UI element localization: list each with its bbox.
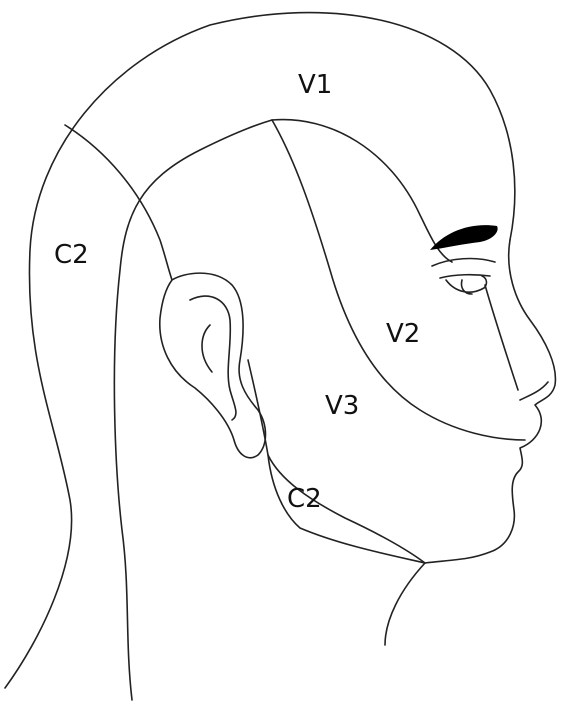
v2-front-boundary xyxy=(485,285,518,390)
ear-inner xyxy=(190,296,236,420)
label-c2-neck: C2 xyxy=(287,486,322,512)
label-v3: V3 xyxy=(325,393,359,419)
nose-underside xyxy=(520,382,548,400)
eye-upper-lid xyxy=(432,259,495,266)
v2-v3-boundary xyxy=(272,120,525,440)
label-v2: V2 xyxy=(386,321,420,347)
head-outer-contour xyxy=(5,13,515,688)
eyebrow-shape xyxy=(430,225,498,250)
throat-line xyxy=(385,563,425,645)
label-v1: V1 xyxy=(298,72,332,98)
label-c2-back-of-head: C2 xyxy=(54,242,89,268)
c2-band-inner xyxy=(114,120,272,700)
ear-concha xyxy=(202,325,212,372)
eye-shape xyxy=(446,276,486,292)
face-profile xyxy=(425,240,555,563)
v1-lower-boundary xyxy=(272,120,452,262)
